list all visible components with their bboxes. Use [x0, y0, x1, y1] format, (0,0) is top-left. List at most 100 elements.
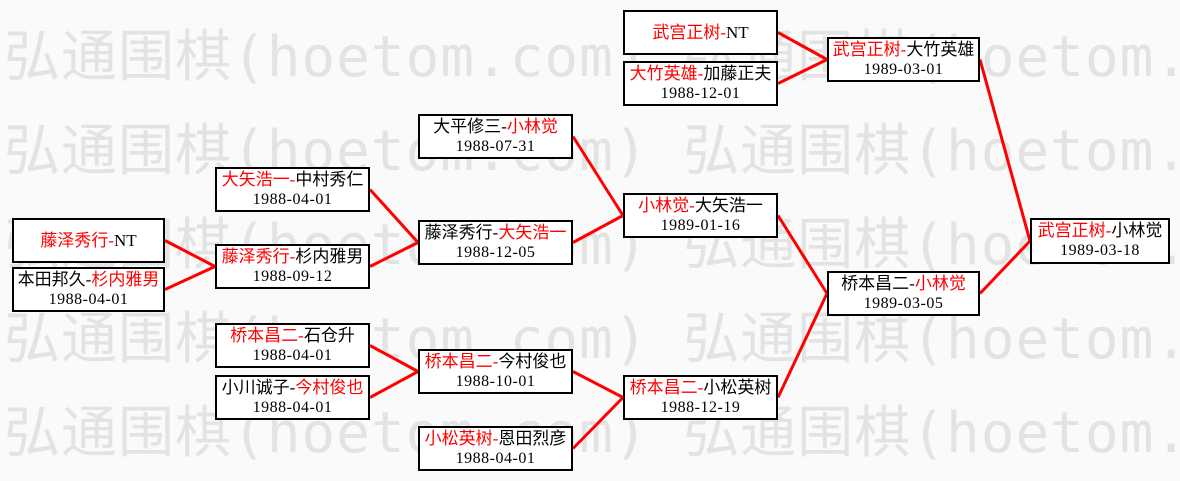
match-date: 1988-04-01: [455, 449, 536, 467]
bracket-line: [164, 265, 216, 291]
player-name: 大平修三-: [433, 116, 507, 136]
player-name: 小松英树-: [424, 428, 499, 448]
bracket-line: [368, 188, 420, 244]
player-name: 藤泽秀行-: [424, 222, 499, 242]
match-players: 大矢浩一-中村秀仁: [222, 170, 364, 190]
watermark-text: 弘通围棋(hoetom.com) 弘通围棋(hoetom.com): [4, 213, 1180, 278]
match-date: 1988-12-19: [660, 398, 741, 416]
player-name: 加藤正夫: [703, 63, 772, 83]
player-name: 武宫正树-: [832, 39, 907, 59]
match-date: 1989-03-18: [1060, 242, 1140, 259]
bracket-line: [369, 241, 419, 268]
player-name: 桥本昌二-: [424, 351, 499, 371]
player-name: 藤泽秀行-: [40, 230, 114, 250]
player-name: 小林觉: [506, 116, 558, 136]
match-players: 藤泽秀行-杉内雅男: [222, 247, 364, 267]
match-date: 1988-10-01: [455, 372, 536, 390]
player-name: 小林觉-: [638, 195, 695, 215]
match-players: 桥本昌二-小松英树: [630, 378, 772, 398]
match-box-takemiya-nt: 武宫正树-NT: [623, 10, 778, 55]
match-date: 1988-04-01: [48, 290, 129, 308]
match-players: 小林觉-大矢浩一: [638, 196, 763, 216]
bracket-line: [369, 370, 419, 399]
player-name: 大矢浩一-: [221, 169, 296, 189]
watermark-text: 弘通围棋(hoetom.com) 弘通围棋(hoetom.com): [4, 401, 1180, 466]
player-name: 恩田烈彦: [498, 428, 567, 448]
player-name: 桥本昌二-: [629, 377, 704, 397]
player-name: 武宫正树-: [1037, 221, 1112, 240]
match-players: 桥本昌二-小林觉: [841, 274, 966, 294]
bracket-line: [572, 370, 624, 399]
watermark-text: 弘通围棋(hoetom.com) 弘通围棋(hoetom.com): [4, 307, 1180, 372]
player-name: 今村俊也: [295, 377, 364, 397]
match-box-fujisawa-nt: 藤泽秀行-NT: [12, 218, 165, 263]
match-players: 藤泽秀行-NT: [40, 231, 136, 251]
player-name: 今村俊也: [498, 351, 567, 371]
match-date: 1988-12-05: [455, 243, 536, 261]
player-name: NT: [114, 230, 137, 250]
bracket-line: [978, 59, 1032, 242]
match-date: 1989-03-01: [863, 60, 944, 78]
player-name: 本田邦久-: [17, 269, 92, 289]
match-players: 小川诚子-今村俊也: [222, 378, 364, 398]
bracket-line: [572, 214, 624, 244]
match-date: 1988-04-01: [252, 346, 333, 364]
player-name: 大竹英雄: [906, 39, 975, 59]
bracket-line: [571, 396, 625, 450]
bracket-line: [777, 31, 828, 61]
player-name: 武宫正树-: [652, 22, 726, 42]
watermark-text: 弘通围棋(hoetom.com) 弘通围棋(hoetom.com): [4, 119, 1180, 184]
player-name: 小松英树: [703, 377, 772, 397]
bracket-line: [777, 58, 828, 85]
player-name: 中村秀仁: [295, 169, 364, 189]
player-name: NT: [726, 22, 749, 42]
bracket-line: [369, 344, 419, 373]
match-date: 1989-01-16: [660, 216, 741, 234]
bracket-line: [978, 239, 1032, 295]
match-date: 1988-04-01: [252, 398, 333, 416]
bracket-line: [776, 292, 829, 399]
match-date: 1988-07-31: [455, 137, 536, 155]
match-date: 1989-03-05: [863, 294, 944, 312]
bracket-line: [164, 239, 216, 268]
match-players: 本田邦久-杉内雅男: [18, 270, 160, 290]
player-name: 杉内雅男: [91, 269, 160, 289]
player-name: 大矢浩一: [498, 222, 567, 242]
match-date: 1988-09-12: [252, 267, 333, 285]
player-name: 小川诚子-: [221, 377, 296, 397]
bracket-line: [571, 135, 625, 217]
match-players: 桥本昌二-今村俊也: [425, 352, 567, 372]
player-name: 大竹英雄-: [629, 63, 704, 83]
player-name: 桥本昌二-: [230, 325, 304, 345]
player-name: 藤泽秀行-: [221, 246, 296, 266]
player-name: 大矢浩一: [694, 195, 763, 215]
player-name: 小林觉: [1111, 221, 1163, 240]
match-players: 小松英树-恩田烈彦: [425, 429, 567, 449]
player-name: 石仓升: [303, 325, 355, 345]
match-players: 武宫正树-NT: [652, 23, 748, 43]
match-date: 1988-12-01: [660, 84, 741, 102]
player-name: 桥本昌二-: [841, 273, 915, 293]
bracket-line: [776, 214, 829, 295]
match-players: 大竹英雄-加藤正夫: [630, 64, 772, 84]
match-players: 武宫正树-小林觉: [1038, 221, 1163, 241]
match-players: 桥本昌二-石仓升: [230, 326, 355, 346]
